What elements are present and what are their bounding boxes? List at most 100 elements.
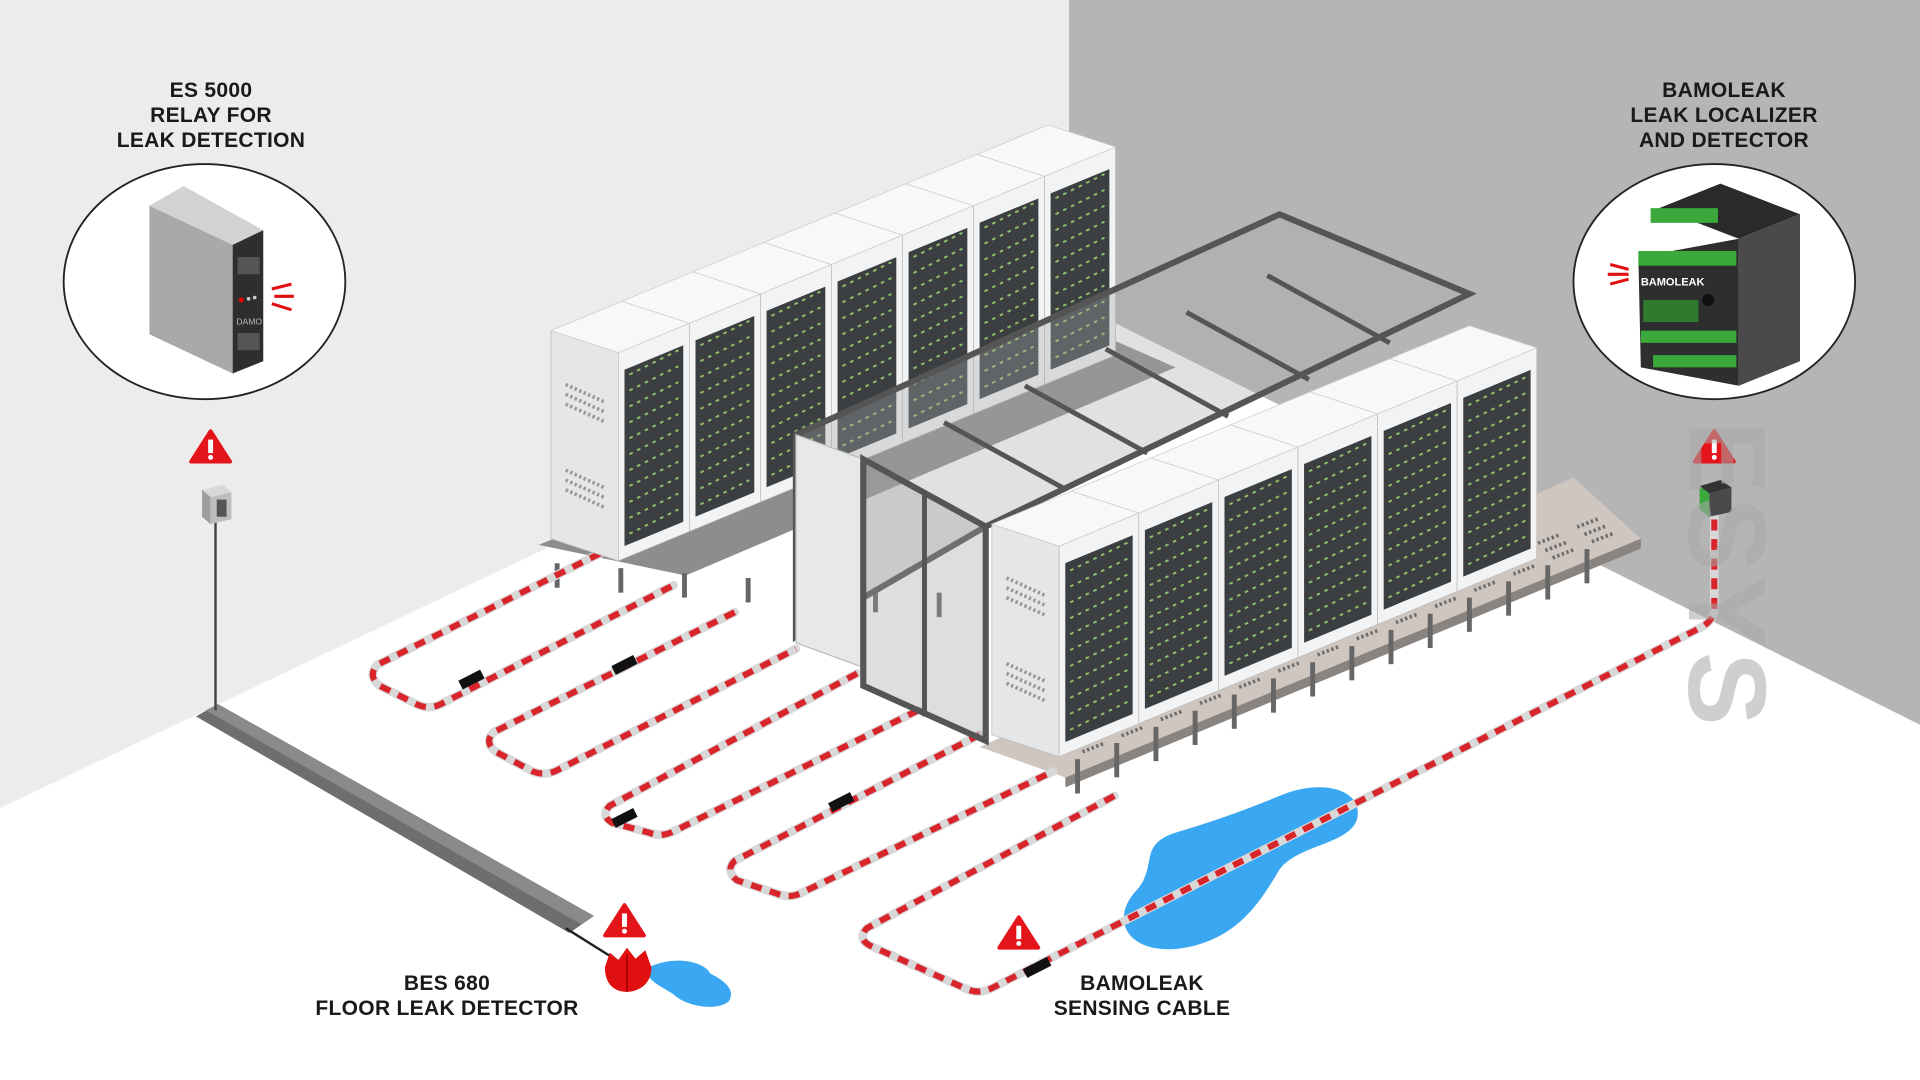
server-unit: [1228, 555, 1288, 585]
server-unit: [770, 370, 821, 397]
server-unit: [699, 383, 750, 410]
server-unit: [770, 290, 821, 317]
rack-server-panel: [979, 198, 1039, 400]
server-unit: [1055, 252, 1105, 279]
containment-end-panel: [795, 433, 864, 669]
server-unit: [1069, 700, 1129, 731]
server-unit: [913, 391, 963, 418]
server-unit: [699, 463, 750, 490]
rack-side-panel: [550, 330, 619, 562]
server-unit: [984, 234, 1034, 261]
server-unit: [699, 431, 750, 458]
server-unit: [770, 402, 821, 429]
cable-stripes: [369, 550, 675, 711]
server-unit: [842, 309, 892, 336]
rack-vent: [564, 468, 605, 490]
cable-stripes: [602, 670, 920, 838]
server-unit: [628, 413, 679, 440]
server-unit: [1388, 457, 1447, 487]
label-line: FLOOR LEAK DETECTOR: [315, 997, 579, 1020]
server-unit: [913, 231, 963, 258]
server-unit: [1308, 522, 1367, 552]
server-unit: [1228, 634, 1288, 665]
server-unit: [1308, 490, 1367, 520]
server-unit: [1308, 474, 1367, 505]
floor-vent: [1512, 563, 1537, 576]
server-unit: [628, 492, 679, 519]
server-unit: [1055, 268, 1105, 295]
floor-vent: [1583, 524, 1608, 537]
server-unit: [1467, 440, 1527, 470]
cable-stripes: [859, 514, 1718, 995]
server-unit: [913, 263, 963, 290]
server-unit: [1055, 204, 1105, 231]
server-unit: [984, 345, 1034, 372]
rack-server-panel: [1224, 469, 1292, 676]
floor-trough-inner: [205, 704, 594, 925]
server-unit: [1467, 487, 1527, 518]
server-unit: [1308, 458, 1367, 489]
server-unit: [842, 293, 892, 320]
server-rack-icon: [1229, 391, 1379, 659]
rack-server-panel: [1065, 535, 1133, 742]
server-unit: [770, 306, 821, 333]
server-unit: [628, 429, 679, 456]
floor-vent: [1277, 660, 1302, 673]
server-unit: [1149, 651, 1208, 682]
floor-vent: [1160, 709, 1184, 722]
server-unit: [913, 375, 963, 402]
rack-server-panel: [1463, 369, 1531, 577]
server-unit: [1149, 620, 1208, 650]
floor-vent: [1356, 628, 1380, 641]
server-unit: [984, 218, 1034, 245]
rack-vent: [1005, 671, 1046, 693]
server-unit: [1308, 506, 1367, 536]
server-unit: [984, 202, 1034, 229]
floor-vent: [1199, 693, 1223, 706]
server-unit: [842, 420, 892, 447]
server-rack-icon: [549, 300, 691, 562]
rack-server-panel: [1383, 402, 1452, 610]
server-unit: [1069, 669, 1129, 699]
server-unit: [1228, 507, 1288, 538]
server-unit: [1467, 519, 1527, 550]
server-unit: [913, 279, 963, 306]
server-unit: [1149, 508, 1208, 539]
server-unit: [1069, 557, 1129, 588]
server-unit: [1308, 442, 1367, 473]
server-unit: [1467, 376, 1527, 407]
server-rack-row-back: [549, 124, 1117, 562]
localizer-callout: BAMOLEAK: [1572, 163, 1857, 401]
server-unit: [1069, 541, 1129, 572]
cable-connector: [611, 808, 638, 828]
server-unit: [1055, 236, 1105, 263]
floor-vent: [1316, 644, 1341, 657]
server-unit: [628, 476, 679, 503]
rack-server-panel: [1304, 436, 1372, 643]
server-unit: [1149, 556, 1208, 587]
server-rack-icon: [905, 153, 1046, 415]
relay-brand: DAMO: [236, 316, 262, 326]
sensing-cable-label: BAMOLEAK SENSING CABLE: [1054, 971, 1231, 1021]
server-unit: [1308, 601, 1367, 632]
rack-vent: [1005, 586, 1046, 607]
server-rack-icon: [1070, 457, 1220, 725]
server-unit: [1228, 491, 1288, 522]
floor-vent: [1120, 725, 1145, 738]
server-unit: [1069, 684, 1129, 715]
warning-dot: [1711, 454, 1717, 460]
server-unit: [699, 479, 750, 506]
server-unit: [842, 356, 892, 383]
server-unit: [913, 311, 963, 338]
sensing-cable-main: [858, 510, 1719, 996]
rack-vent: [1005, 595, 1046, 617]
cable-stripes: [486, 609, 798, 777]
server-unit: [1467, 408, 1527, 438]
cable-connector: [458, 669, 485, 690]
cable-connector: [1022, 956, 1052, 978]
warnings: [189, 429, 1736, 950]
floor-vent: [1081, 741, 1106, 754]
server-unit: [1055, 332, 1105, 359]
server-unit: [1069, 589, 1129, 620]
